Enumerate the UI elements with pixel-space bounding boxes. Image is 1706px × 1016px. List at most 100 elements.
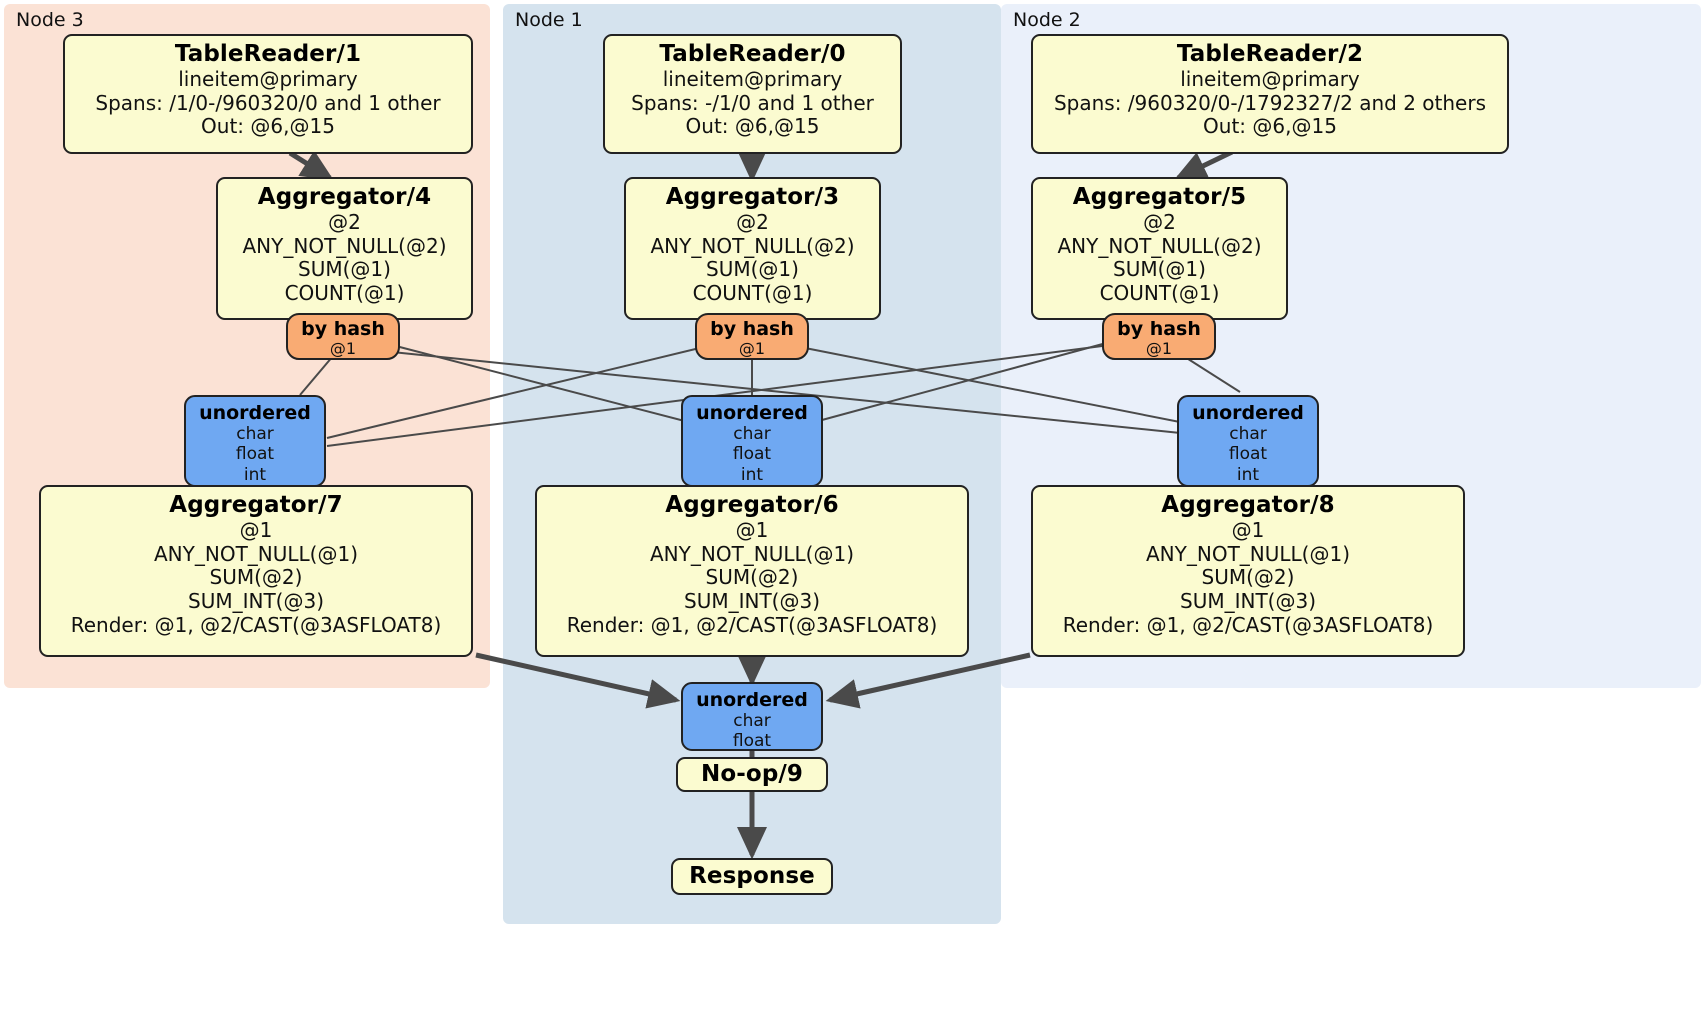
processor-aggregator-8[interactable]: Aggregator/8 @1 ANY_NOT_NULL(@1) SUM(@2)… xyxy=(1031,485,1465,657)
processor-tablereader-1[interactable]: TableReader/1 lineitem@primary Spans: /1… xyxy=(63,34,473,154)
router-by-hash-center[interactable]: by hash @1 xyxy=(695,313,809,360)
processor-line: SUM_INT(@3) xyxy=(1180,588,1316,613)
processor-aggregator-3[interactable]: Aggregator/3 @2 ANY_NOT_NULL(@2) SUM(@1)… xyxy=(624,177,881,320)
processor-line: Out: @6,@15 xyxy=(685,114,820,139)
processor-line: ANY_NOT_NULL(@1) xyxy=(650,541,854,566)
processor-line: @1 xyxy=(239,518,273,543)
processor-aggregator-4[interactable]: Aggregator/4 @2 ANY_NOT_NULL(@2) SUM(@1)… xyxy=(216,177,473,320)
sync-line: float xyxy=(1228,444,1268,465)
sync-line: char xyxy=(733,711,771,732)
router-title: by hash xyxy=(1117,318,1201,340)
processor-line: @2 xyxy=(328,210,361,235)
sync-title: unordered xyxy=(696,689,808,711)
sync-title: unordered xyxy=(1192,402,1304,424)
sync-title: unordered xyxy=(199,402,311,424)
sync-line: float xyxy=(732,444,772,465)
processor-line: @1 xyxy=(1231,518,1265,543)
processor-line: SUM(@2) xyxy=(209,565,303,590)
edge-byhash-center-to-unordered-left xyxy=(326,344,713,439)
synchronizer-unordered-right[interactable]: unordered char float int xyxy=(1177,395,1319,487)
processor-line: Render: @1, @2/CAST(@3ASFLOAT8) xyxy=(566,612,938,637)
router-title: by hash xyxy=(710,318,794,340)
processor-tablereader-2[interactable]: TableReader/2 lineitem@primary Spans: /9… xyxy=(1031,34,1509,154)
edge-tablereader1-to-aggregator4 xyxy=(288,150,334,181)
sync-line: char xyxy=(236,424,274,445)
synchronizer-unordered-left[interactable]: unordered char float int xyxy=(184,395,326,487)
router-line: @1 xyxy=(738,339,766,359)
sync-title: unordered xyxy=(696,402,808,424)
router-title: by hash xyxy=(301,318,385,340)
synchronizer-unordered-center[interactable]: unordered char float int xyxy=(681,395,823,487)
processor-title: Response xyxy=(689,862,815,889)
edge-aggregator8-to-unordered-final xyxy=(825,652,1031,709)
edge-byhash-center-to-unordered-right xyxy=(799,346,1191,425)
processor-line: COUNT(@1) xyxy=(284,280,405,305)
processor-title: Aggregator/3 xyxy=(665,184,840,210)
router-line: @1 xyxy=(1145,339,1173,359)
region-label-node-2: Node 2 xyxy=(1013,9,1081,31)
processor-line: SUM(@1) xyxy=(706,257,799,282)
processor-line: ANY_NOT_NULL(@2) xyxy=(650,233,855,258)
processor-line: lineitem@primary xyxy=(178,67,358,92)
sync-line: int xyxy=(740,464,764,485)
processor-line: Render: @1, @2/CAST(@3ASFLOAT8) xyxy=(1062,612,1434,637)
processor-tablereader-0[interactable]: TableReader/0 lineitem@primary Spans: -/… xyxy=(603,34,902,154)
processor-line: ANY_NOT_NULL(@2) xyxy=(1057,233,1262,258)
edge-byhash-left-to-unordered-left xyxy=(299,355,334,396)
router-line: @1 xyxy=(329,339,357,359)
processor-line: COUNT(@1) xyxy=(692,280,813,305)
processor-line: SUM(@1) xyxy=(1113,257,1206,282)
processor-title: Aggregator/4 xyxy=(257,184,432,210)
processor-aggregator-5[interactable]: Aggregator/5 @2 ANY_NOT_NULL(@2) SUM(@1)… xyxy=(1031,177,1288,320)
processor-line: ANY_NOT_NULL(@1) xyxy=(1146,541,1350,566)
edge-aggregator7-to-unordered-final xyxy=(475,652,681,709)
router-by-hash-right[interactable]: by hash @1 xyxy=(1102,313,1216,360)
region-label-node-3: Node 3 xyxy=(16,9,84,31)
processor-line: Render: @1, @2/CAST(@3ASFLOAT8) xyxy=(70,612,442,637)
processor-aggregator-6[interactable]: Aggregator/6 @1 ANY_NOT_NULL(@1) SUM(@2)… xyxy=(535,485,969,657)
processor-line: SUM_INT(@3) xyxy=(684,588,820,613)
sync-line: float xyxy=(732,731,772,752)
processor-line: @2 xyxy=(736,210,769,235)
processor-title: Aggregator/5 xyxy=(1072,184,1247,210)
processor-title: Aggregator/7 xyxy=(169,492,343,518)
synchronizer-unordered-final[interactable]: unordered char float xyxy=(681,682,823,751)
processor-no-op-9[interactable]: No-op/9 xyxy=(676,757,828,792)
sync-line: char xyxy=(1229,424,1267,445)
processor-line: ANY_NOT_NULL(@1) xyxy=(154,541,358,566)
processor-line: Spans: -/1/0 and 1 other xyxy=(631,90,874,115)
edge-byhash-left-to-unordered-right xyxy=(391,351,1191,435)
sync-line: int xyxy=(1236,464,1260,485)
sync-line: float xyxy=(235,444,275,465)
processor-line: SUM(@1) xyxy=(298,257,391,282)
processor-line: Spans: /960320/0-/1792327/2 and 2 others xyxy=(1053,90,1486,115)
sync-line: char xyxy=(733,424,771,445)
edge-byhash-right-to-unordered-right xyxy=(1184,356,1241,393)
processor-title: TableReader/1 xyxy=(174,41,362,67)
region-label-node-1: Node 1 xyxy=(515,9,583,31)
processor-line: SUM(@2) xyxy=(705,565,799,590)
processor-title: TableReader/2 xyxy=(1176,41,1364,67)
processor-line: @1 xyxy=(735,518,769,543)
processor-line: Out: @6,@15 xyxy=(1203,114,1337,139)
processor-line: SUM(@2) xyxy=(1201,565,1295,590)
processor-line: SUM_INT(@3) xyxy=(188,588,324,613)
processor-title: No-op/9 xyxy=(701,760,803,787)
processor-line: lineitem@primary xyxy=(1180,67,1360,92)
processor-aggregator-7[interactable]: Aggregator/7 @1 ANY_NOT_NULL(@1) SUM(@2)… xyxy=(39,485,473,657)
processor-response[interactable]: Response xyxy=(671,858,833,895)
processor-title: TableReader/0 xyxy=(659,41,846,67)
processor-line: Out: @6,@15 xyxy=(201,114,335,139)
processor-line: lineitem@primary xyxy=(662,67,843,92)
router-by-hash-left[interactable]: by hash @1 xyxy=(286,313,400,360)
sync-line: int xyxy=(243,464,267,485)
processor-line: @2 xyxy=(1143,210,1176,235)
processor-line: COUNT(@1) xyxy=(1099,280,1220,305)
processor-title: Aggregator/8 xyxy=(1161,492,1335,518)
processor-line: ANY_NOT_NULL(@2) xyxy=(242,233,447,258)
edge-byhash-right-to-unordered-center xyxy=(821,341,1111,421)
processor-title: Aggregator/6 xyxy=(665,492,839,518)
edge-tablereader2-to-aggregator5 xyxy=(1173,149,1234,181)
